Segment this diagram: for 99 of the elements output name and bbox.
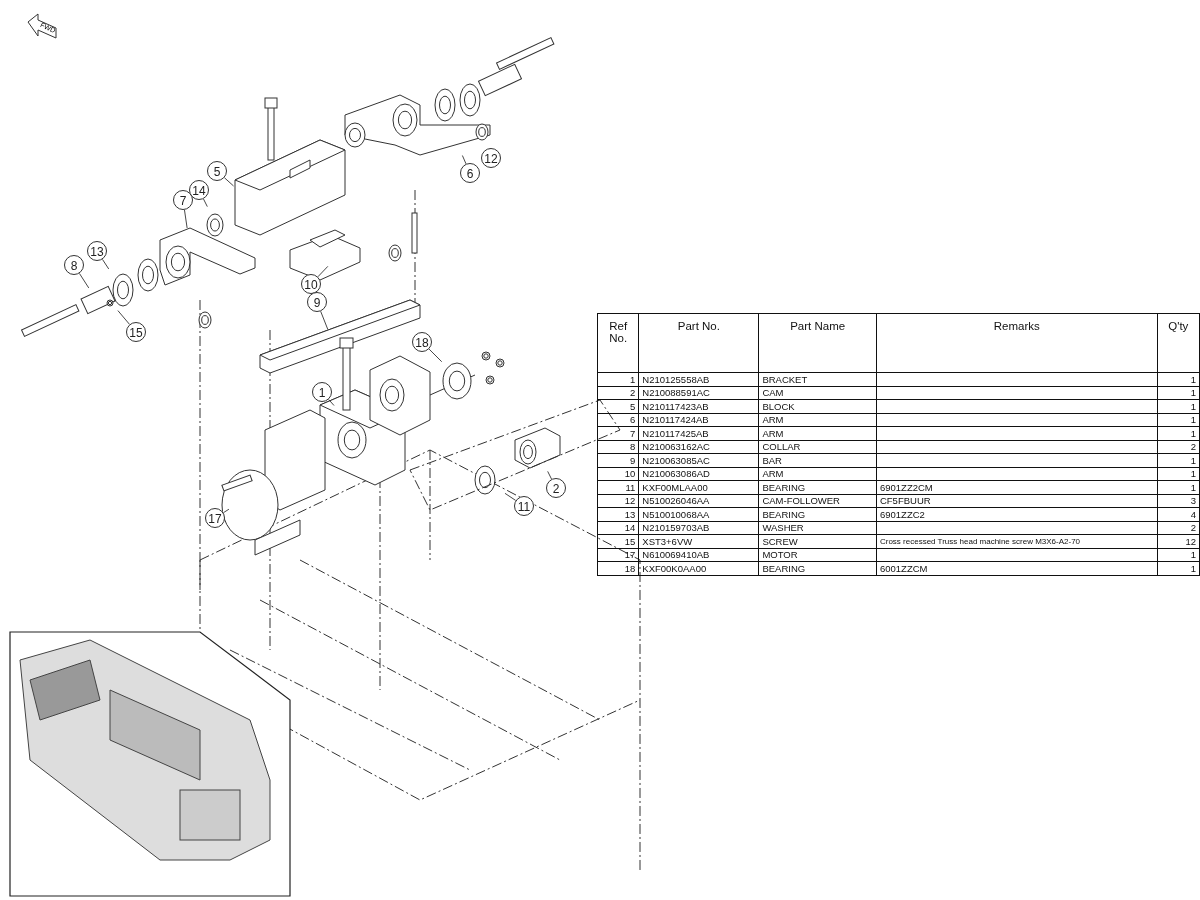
ref-number: 8: [597, 440, 639, 454]
column-header: Q'ty: [1157, 313, 1200, 373]
part-name: BAR: [758, 453, 877, 467]
part-number: N210063162AC: [638, 440, 759, 454]
quantity: 1: [1157, 399, 1200, 413]
leader-line: [547, 470, 552, 480]
part-number: N210159703AB: [638, 521, 759, 535]
quantity: 1: [1157, 426, 1200, 440]
callout-number: 15: [126, 322, 146, 342]
leader-line: [223, 177, 234, 187]
part-number: XST3+6VW: [638, 534, 759, 548]
leader-line: [223, 508, 230, 514]
quantity: 1: [1157, 453, 1200, 467]
quantity: 12: [1157, 534, 1200, 548]
part-number: KXF00K0AA00: [638, 561, 759, 575]
leader-line: [78, 272, 90, 289]
quantity: 4: [1157, 507, 1200, 521]
ref-number: 11: [597, 480, 639, 494]
ref-number: 14: [597, 521, 639, 535]
ref-number: 18: [597, 561, 639, 575]
column-header: Remarks: [876, 313, 1158, 373]
part-name: BEARING: [758, 480, 877, 494]
part-name: COLLAR: [758, 440, 877, 454]
ref-number: 2: [597, 386, 639, 400]
callout-number: 14: [189, 180, 209, 200]
ref-number: 9: [597, 453, 639, 467]
quantity: 2: [1157, 521, 1200, 535]
part-name: BLOCK: [758, 399, 877, 413]
part-number: KXF00MLAA00: [638, 480, 759, 494]
callout-number: 11: [514, 496, 534, 516]
leader-line: [328, 399, 335, 406]
leader-line: [504, 492, 517, 501]
ref-number: 17: [597, 548, 639, 562]
callout-number: 18: [412, 332, 432, 352]
ref-number: 6: [597, 413, 639, 427]
part-number: N210063086AD: [638, 467, 759, 481]
leader-line: [320, 310, 329, 330]
part-number: N210063085AC: [638, 453, 759, 467]
part-name: MOTOR: [758, 548, 877, 562]
ref-number: 13: [597, 507, 639, 521]
leader-line: [461, 155, 467, 165]
column-header: Part Name: [758, 313, 877, 373]
remark: 6001ZZCM: [876, 561, 1158, 575]
ref-number: 7: [597, 426, 639, 440]
part-number: N510026046AA: [638, 494, 759, 508]
leader-line: [117, 310, 130, 325]
quantity: 1: [1157, 548, 1200, 562]
callout-number: 8: [64, 255, 84, 275]
part-number: N210088591AC: [638, 386, 759, 400]
part-name: BEARING: [758, 507, 877, 521]
part-number: N210117424AB: [638, 413, 759, 427]
column-header: Part No.: [638, 313, 759, 373]
quantity: 1: [1157, 413, 1200, 427]
callout-number: 2: [546, 478, 566, 498]
quantity: 1: [1157, 386, 1200, 400]
remark: CF5FBUUR: [876, 494, 1158, 508]
part-number: N610069410AB: [638, 548, 759, 562]
part-name: CAM: [758, 386, 877, 400]
part-name: WASHER: [758, 521, 877, 535]
remark: 6901ZZC2: [876, 507, 1158, 521]
column-header: Ref No.: [597, 313, 639, 373]
callout-number: 9: [307, 292, 327, 312]
quantity: 1: [1157, 467, 1200, 481]
part-number: N210117425AB: [638, 426, 759, 440]
quantity: 2: [1157, 440, 1200, 454]
leader-line: [184, 209, 188, 229]
callout-number: 5: [207, 161, 227, 181]
ref-number: 15: [597, 534, 639, 548]
callout-number: 12: [481, 148, 501, 168]
callout-number: 17: [205, 508, 225, 528]
callout-number: 1: [312, 382, 332, 402]
part-name: ARM: [758, 426, 877, 440]
part-name: ARM: [758, 467, 877, 481]
ref-number: 1: [597, 372, 639, 386]
part-number: N210117423AB: [638, 399, 759, 413]
remark: 6901ZZ2CM: [876, 480, 1158, 494]
part-name: CAM-FOLLOWER: [758, 494, 877, 508]
callout-number: 10: [301, 274, 321, 294]
callout-number: 7: [173, 190, 193, 210]
leader-line: [203, 198, 208, 208]
ref-number: 5: [597, 399, 639, 413]
ref-number: 12: [597, 494, 639, 508]
part-name: BRACKET: [758, 372, 877, 386]
ref-number: 10: [597, 467, 639, 481]
quantity: 3: [1157, 494, 1200, 508]
part-name: BEARING: [758, 561, 877, 575]
callout-number: 13: [87, 241, 107, 261]
remark: Cross recessed Truss head machine screw M3X6-A2-70: [876, 534, 1158, 548]
callout-number: 6: [460, 163, 480, 183]
leader-line: [317, 265, 329, 278]
part-number: N210125558AB: [638, 372, 759, 386]
leader-line: [428, 348, 443, 363]
quantity: 1: [1157, 480, 1200, 494]
quantity: 1: [1157, 561, 1200, 575]
part-name: ARM: [758, 413, 877, 427]
part-number: N510010068AA: [638, 507, 759, 521]
leader-line: [102, 258, 110, 270]
part-name: SCREW: [758, 534, 877, 548]
quantity: 1: [1157, 372, 1200, 386]
